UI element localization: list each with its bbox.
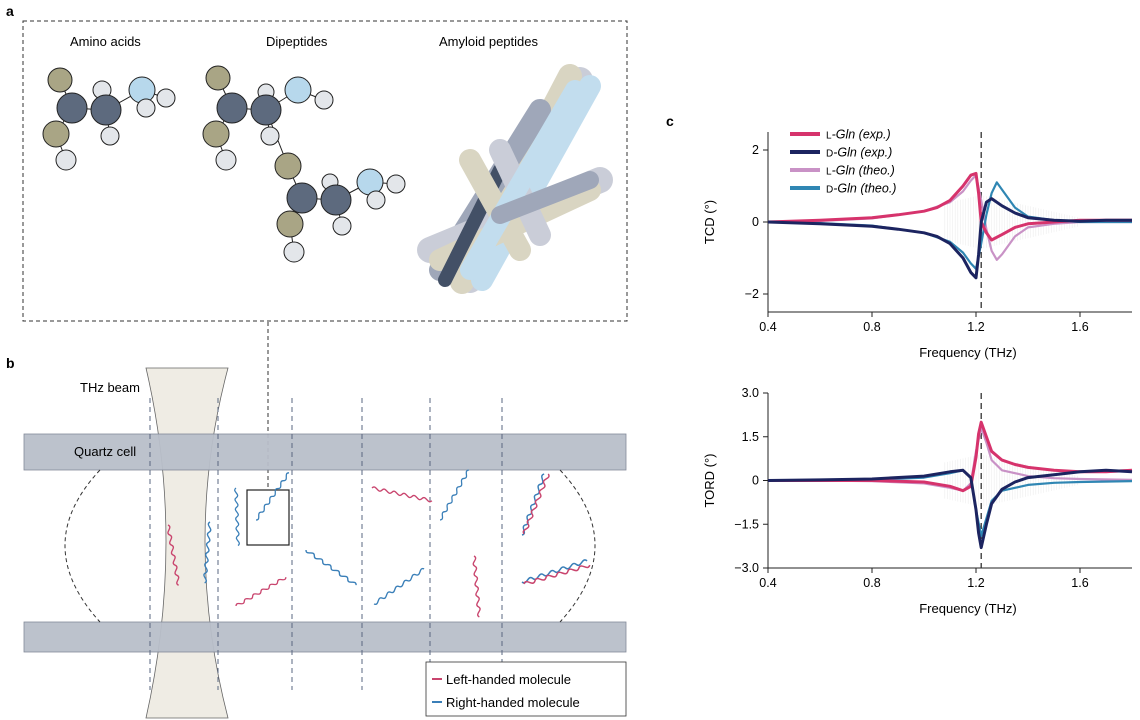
y-tick-label: 2 — [752, 143, 759, 157]
left-handed-helix — [522, 562, 591, 587]
error-band — [944, 454, 1078, 507]
legend-label: L-Gln (theo.) — [826, 164, 895, 178]
panel-c-letter: c — [666, 113, 674, 129]
amino-acid-molecule — [42, 67, 176, 171]
x-tick-label: 0.8 — [863, 320, 880, 334]
wavefront-lines — [149, 398, 503, 690]
y-tick-label: −3.0 — [734, 561, 759, 575]
x-axis-label: Frequency (THz) — [919, 345, 1017, 360]
quartz-cell-top — [23, 433, 627, 471]
y-tick-label: 1.5 — [742, 430, 759, 444]
right-handed-helix — [304, 548, 358, 587]
y-tick-label: 0 — [752, 474, 759, 488]
x-tick-label: 1.2 — [967, 576, 984, 590]
left-handed-helix — [471, 555, 482, 618]
y-tick-label: −1.5 — [734, 517, 759, 531]
cell-right-arc — [559, 469, 596, 623]
right-handed-helix — [519, 472, 547, 537]
right-handed-helix — [233, 487, 241, 547]
series-line — [768, 420, 1133, 493]
panel-b-letter: b — [6, 355, 15, 371]
x-tick-label: 0.4 — [759, 320, 776, 334]
x-tick-label: 1.2 — [967, 320, 984, 334]
left-handed-helix — [234, 575, 288, 608]
legend-left-label: Left-handed molecule — [446, 672, 571, 687]
panel-a-frame — [22, 20, 628, 322]
right-handed-helix — [520, 558, 589, 585]
y-axis-label: TORD (°) — [702, 453, 717, 507]
y-tick-label: 0 — [752, 215, 759, 229]
series-line — [767, 197, 1132, 280]
left-handed-helix — [521, 472, 551, 536]
y-axis-label: TCD (°) — [702, 200, 717, 244]
molecule-legend: Left-handed molecule Right-handed molecu… — [425, 661, 627, 717]
quartz-cell-bottom — [23, 621, 627, 653]
thz-beam-label: THz beam — [80, 380, 140, 395]
zoom-box — [246, 489, 290, 546]
left-handed-helix — [371, 485, 433, 503]
molecule-helices — [165, 468, 591, 618]
right-handed-helix — [438, 468, 471, 522]
x-tick-label: 0.8 — [863, 576, 880, 590]
x-tick-label: 1.6 — [1071, 576, 1088, 590]
category-amyloid-peptides: Amyloid peptides — [439, 34, 538, 49]
category-amino-acids: Amino acids — [70, 34, 141, 49]
legend-right-label: Right-handed molecule — [446, 695, 580, 710]
dipeptide-molecule — [202, 65, 406, 263]
series-line — [767, 468, 1133, 550]
legend-label: D-Gln (exp.) — [826, 146, 892, 160]
legend-label: L-Gln (exp.) — [826, 128, 891, 142]
legend-label: D-Gln (theo.) — [826, 182, 896, 196]
amyloid-peptide-stack — [417, 64, 613, 294]
quartz-cell-label: Quartz cell — [74, 444, 136, 459]
x-axis-label: Frequency (THz) — [919, 601, 1017, 616]
y-tick-label: 3.0 — [742, 386, 759, 400]
category-dipeptides: Dipeptides — [266, 34, 328, 49]
y-tick-label: −2 — [745, 287, 759, 301]
right-handed-helix — [372, 567, 426, 606]
right-handed-helix — [254, 471, 291, 522]
cell-left-arc — [64, 469, 101, 623]
panel-a-letter: a — [6, 3, 14, 19]
series-line — [767, 171, 1132, 242]
x-tick-label: 1.6 — [1071, 320, 1088, 334]
x-tick-label: 0.4 — [759, 576, 776, 590]
thz-beam — [145, 367, 229, 719]
